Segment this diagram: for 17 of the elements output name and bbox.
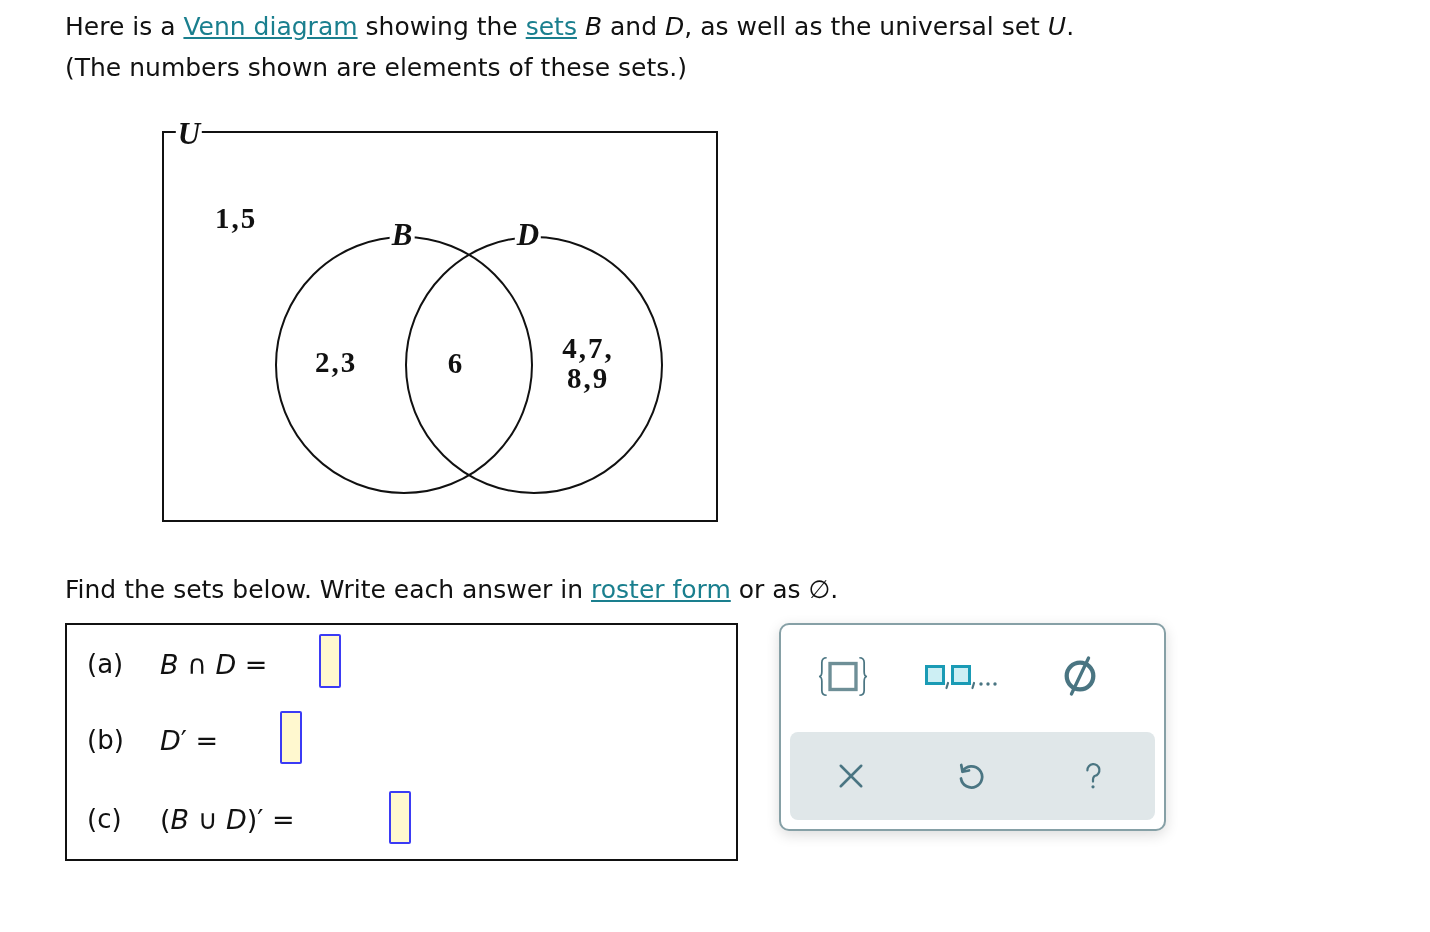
set-expression: D′ =	[160, 724, 219, 758]
element-list: 2,3	[314, 347, 358, 377]
part-label: (a)	[87, 649, 124, 681]
intro-note: (The numbers shown are elements of these sets.)	[65, 52, 687, 84]
text-link: Venn diagram	[183, 12, 358, 41]
part-label: (c)	[87, 804, 122, 836]
instruction-text: Find the sets below. Write each answer in roster form or as ∅.	[65, 574, 839, 606]
element-list: 1,5	[214, 203, 258, 233]
set-expression: B ∩ D =	[160, 648, 268, 682]
element-list: 6	[447, 348, 465, 378]
text-link: roster form	[591, 575, 731, 604]
set-expression: (B ∪ D)′ =	[160, 803, 295, 837]
question-box	[65, 623, 738, 861]
intro-text: Here is a Venn diagram showing the sets B and D, as well as the universal set U.	[65, 11, 1075, 43]
text-link: sets	[525, 12, 577, 41]
element-list: 4,7, 8,9	[549, 333, 627, 393]
part-label: (b)	[87, 725, 124, 757]
